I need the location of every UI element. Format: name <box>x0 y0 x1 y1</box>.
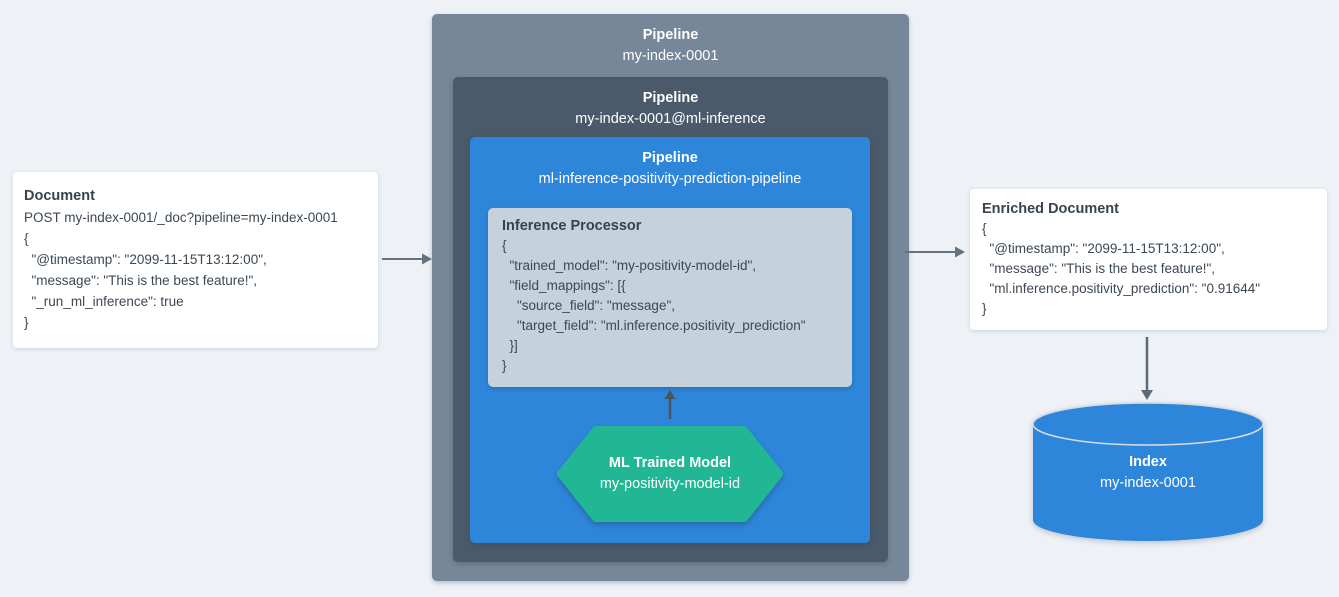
code-line: { <box>24 231 29 246</box>
ml-inference-pipeline-title: Pipeline <box>642 90 699 106</box>
outer-pipeline-box: Pipeline my-index-0001 Pipeline my-index… <box>432 14 909 581</box>
code-line: "_run_ml_inference": true <box>24 294 184 309</box>
code-line: "target_field": "ml.inference.positivity… <box>502 318 806 333</box>
code-line: "message": "This is the best feature!", <box>982 261 1216 276</box>
inference-processor-box: Inference Processor { "trained_model": "… <box>488 208 852 387</box>
enriched-document-card: Enriched Document { "@timestamp": "2099-… <box>970 189 1327 330</box>
code-line: } <box>502 358 507 373</box>
document-card-title: Document <box>24 188 95 204</box>
cylinder-icon <box>1032 402 1264 541</box>
arrow-enriched-to-index-icon <box>1141 337 1153 400</box>
code-line: POST my-index-0001/_doc?pipeline=my-inde… <box>24 210 338 225</box>
index-title: Index <box>1129 454 1167 470</box>
code-line: { <box>982 221 987 236</box>
ml-inference-pipeline-name: my-index-0001@ml-inference <box>575 111 766 127</box>
arrow-pipeline-to-enriched-icon <box>905 246 965 258</box>
ml-trained-model-hexagon: ML Trained Model my-positivity-model-id <box>557 425 783 523</box>
code-line: } <box>24 315 29 330</box>
code-line: "source_field": "message", <box>502 298 675 313</box>
ml-trained-model-title: ML Trained Model <box>608 455 732 471</box>
enriched-document-title: Enriched Document <box>982 201 1119 217</box>
code-line: "trained_model": "my-positivity-model-id… <box>502 258 757 273</box>
positivity-pipeline-title: Pipeline <box>642 150 698 166</box>
ml-trained-model-name: my-positivity-model-id <box>599 476 741 492</box>
hexagon-icon <box>557 426 783 522</box>
document-card: Document POST my-index-0001/_doc?pipelin… <box>13 172 378 348</box>
index-cylinder: Index my-index-0001 <box>1031 400 1265 545</box>
code-line: "field_mappings": [{ <box>502 278 626 293</box>
arrow-model-to-processor-icon <box>664 390 676 419</box>
code-line: }] <box>502 338 518 353</box>
index-name: my-index-0001 <box>1100 475 1196 491</box>
outer-pipeline-name: my-index-0001 <box>622 48 719 64</box>
outer-pipeline-title: Pipeline <box>642 27 699 43</box>
inference-processor-title: Inference Processor <box>502 218 642 234</box>
code-line: } <box>982 301 987 316</box>
code-line: { <box>502 238 507 253</box>
code-line: "@timestamp": "2099-11-15T13:12:00", <box>982 241 1225 256</box>
code-line: "message": "This is the best feature!", <box>24 273 258 288</box>
ml-inference-pipeline-box: Pipeline my-index-0001@ml-inference Pipe… <box>453 77 888 562</box>
code-line: "ml.inference.positivity_prediction": "0… <box>982 281 1261 296</box>
positivity-pipeline-box: Pipeline ml-inference-positivity-predict… <box>470 137 870 543</box>
positivity-pipeline-name: ml-inference-positivity-prediction-pipel… <box>538 171 802 187</box>
code-line: "@timestamp": "2099-11-15T13:12:00", <box>24 252 267 267</box>
arrow-document-to-pipeline-icon <box>382 253 432 265</box>
